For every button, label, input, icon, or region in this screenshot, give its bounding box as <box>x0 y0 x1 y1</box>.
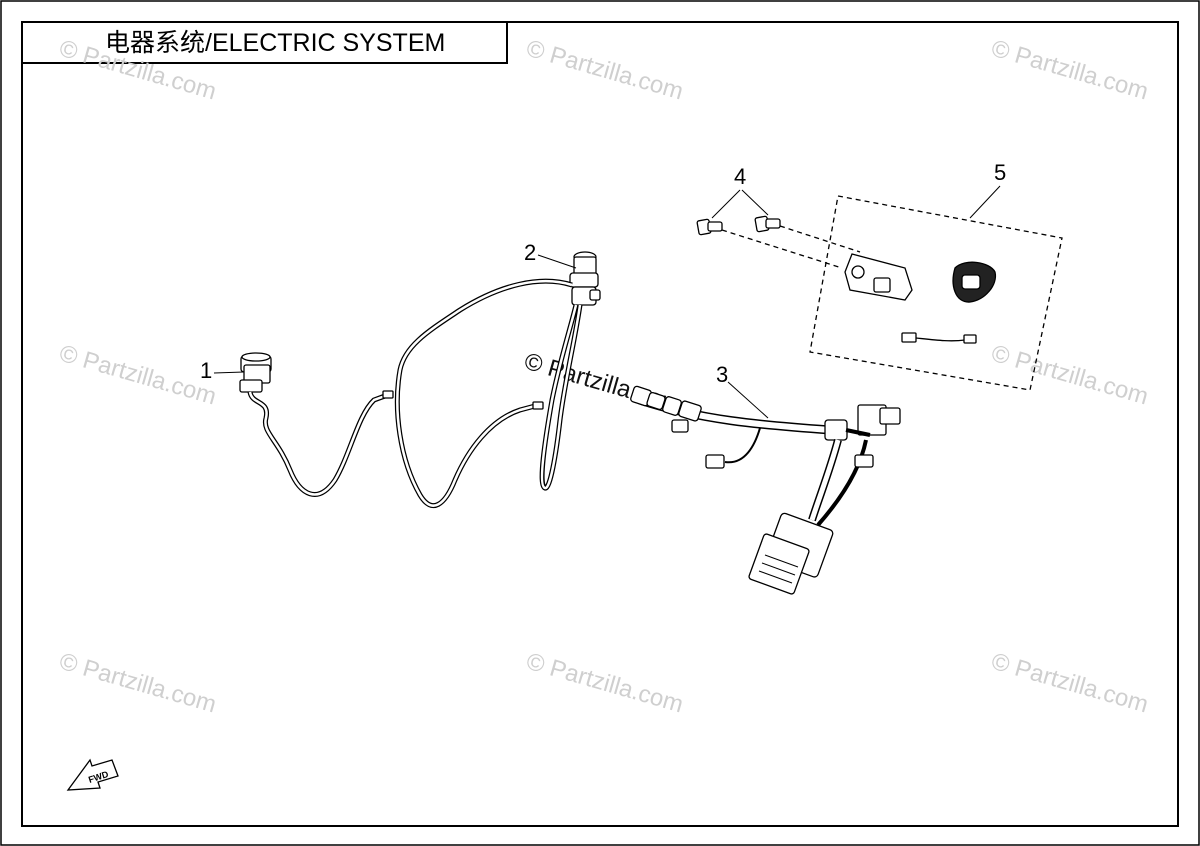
watermark-text: © Partzilla.com <box>988 648 1151 719</box>
callout-number: 5 <box>994 160 1006 185</box>
callouts: 1 2 3 4 5 <box>200 160 1006 419</box>
part-3-main-harness <box>630 385 901 595</box>
watermark-text: © Partzilla.com <box>56 648 219 719</box>
part-2-power-outlet <box>394 251 601 509</box>
watermark-text: © Partzilla.com <box>56 340 219 411</box>
part-1-switch-connector <box>239 352 394 497</box>
callout-number: 2 <box>524 240 536 265</box>
part-5-remote-kit <box>809 195 1063 391</box>
watermark-text: © Partzilla.com <box>988 35 1151 106</box>
page-title: 电器系统/ELECTRIC SYSTEM <box>105 29 445 57</box>
watermark-text: © Partzilla.com <box>523 648 686 719</box>
callout-number: 3 <box>716 362 728 387</box>
title-block: 电器系统/ELECTRIC SYSTEM <box>22 22 508 64</box>
watermark-text: © Partzilla.com <box>988 340 1151 411</box>
watermarks: © Partzilla.com © Partzilla.com © Partzi… <box>56 35 1151 719</box>
callout-number: 4 <box>734 164 746 189</box>
callout-number: 1 <box>200 358 212 383</box>
part-4-bolts <box>696 215 861 269</box>
watermark-text: © Partzilla.com <box>523 35 686 106</box>
drawing-border <box>21 21 1179 827</box>
fwd-arrow-icon: FWD <box>66 758 119 791</box>
